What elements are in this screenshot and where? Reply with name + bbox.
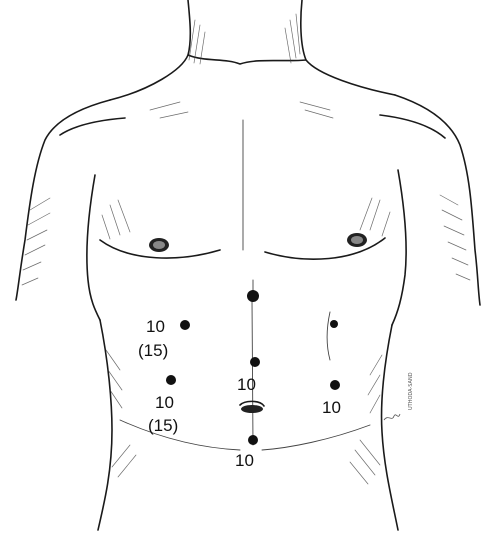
port-label-left-lower: 10 bbox=[155, 393, 174, 412]
port-dot-epigastric bbox=[247, 290, 259, 302]
port-dot-left-upper bbox=[180, 320, 190, 330]
abdomen-outline bbox=[98, 280, 398, 530]
port-dot-midline-upper bbox=[250, 357, 260, 367]
svg-text:UTHODA-SAND: UTHODA-SAND bbox=[408, 372, 414, 410]
pectoral-lines bbox=[100, 102, 390, 259]
port-dot-right-upper bbox=[330, 320, 338, 328]
umbilicus bbox=[240, 401, 264, 413]
shoulder-outline bbox=[16, 95, 480, 305]
arm-lines bbox=[22, 170, 470, 325]
port-label-midline-upper: 10 bbox=[237, 375, 256, 394]
port-dot-right-lower bbox=[330, 380, 340, 390]
port-label-right-lower: 10 bbox=[322, 398, 341, 417]
port-label-left-lower-alt: (15) bbox=[148, 416, 178, 435]
port-label-left-upper: 10 bbox=[146, 317, 165, 336]
port-label-left-upper-alt: (15) bbox=[138, 341, 168, 360]
artist-signature: UTHODA-SAND bbox=[384, 372, 414, 420]
port-dot-left-lower bbox=[166, 375, 176, 385]
nipples bbox=[149, 233, 367, 252]
port-label-suprapubic: 10 bbox=[235, 451, 254, 470]
neck-outline bbox=[110, 0, 395, 100]
port-dot-suprapubic bbox=[248, 435, 258, 445]
